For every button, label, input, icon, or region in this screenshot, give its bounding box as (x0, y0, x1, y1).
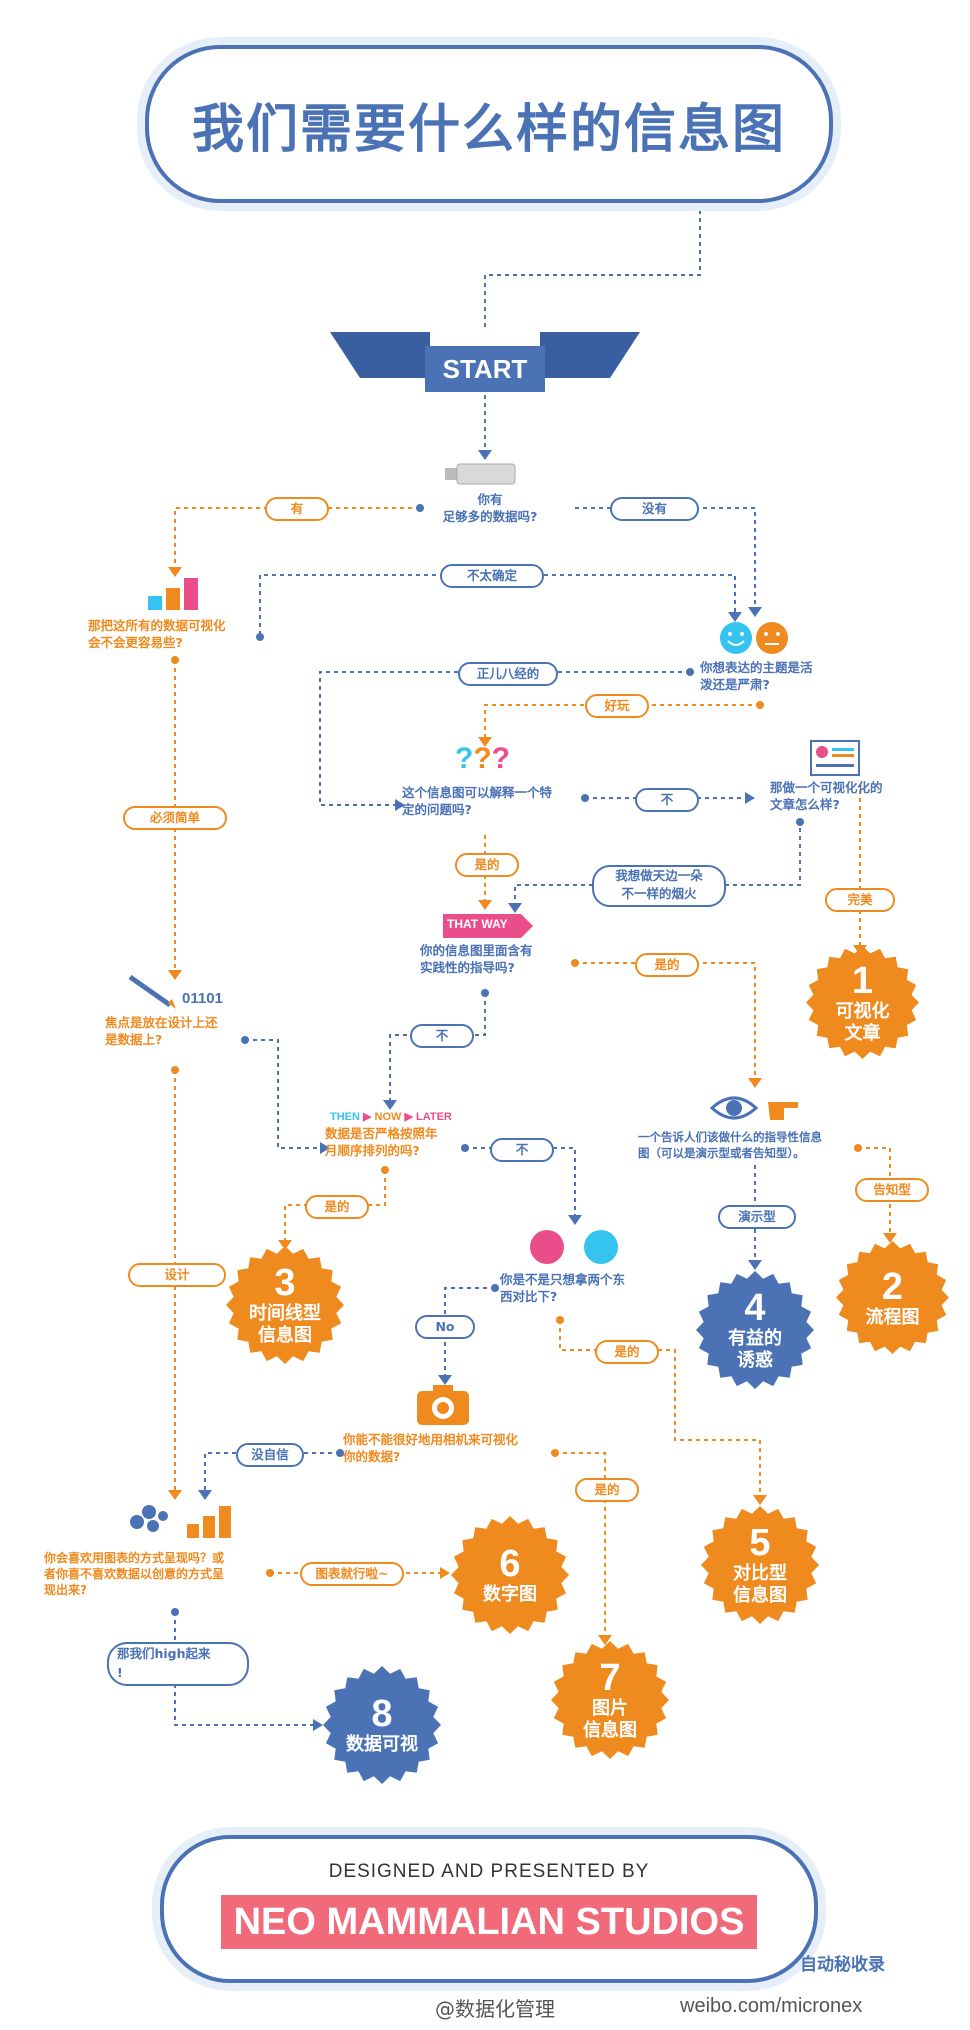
starburst-shape (551, 1641, 669, 1759)
result-badge-6: 6 数字图 (450, 1515, 570, 1635)
pill-different-firework: 我想做天边一朵 不一样的烟火 (592, 865, 726, 907)
footer-frame: DESIGNED AND PRESENTED BY NEO MAMMALIAN … (160, 1835, 818, 1983)
page-title: 我们需要什么样的信息图 (191, 99, 786, 160)
starburst-shape (696, 1271, 814, 1389)
pill-yes-explain: 是的 (455, 853, 519, 877)
pill-yes-data: 有 (265, 497, 329, 521)
pill-perfect: 完美 (825, 888, 895, 912)
starburst-shape (323, 1666, 441, 1784)
pill-yes-guide: 是的 (635, 953, 699, 977)
pill-demo-type: 演示型 (718, 1205, 796, 1229)
pill-no-data: 没有 (610, 497, 699, 521)
question-explain-problem: 这个信息图可以解释一个特 定的问题吗? (402, 785, 553, 817)
pill-inform-type: 告知型 (855, 1178, 929, 1202)
result-label: 流程图 (865, 1306, 920, 1328)
start-ribbon (330, 332, 640, 392)
studio-banner (221, 1895, 757, 1949)
starburst-shape (806, 946, 919, 1059)
designed-by-label: DESIGNED AND PRESENTED BY (328, 1861, 650, 1882)
question-camera-visualize: 你能不能很好地用相机来可视化 你的数据? (343, 1432, 519, 1464)
question-visual-article: 那做一个可视化化的 文章怎么样? (770, 780, 883, 812)
weibo-url: weibo.com/micronex (680, 1995, 863, 2017)
result-badge-7: 7 图片 信息图 (550, 1640, 670, 1760)
pill-yes-compare: 是的 (595, 1340, 659, 1364)
pill-fun: 好玩 (585, 694, 649, 718)
question-topic-tone: 你想表达的主题是活 泼还是严肃? (700, 660, 813, 692)
two-circles-icon (530, 1230, 618, 1264)
result-number: 6 (499, 1543, 521, 1585)
pill-chart-ok: 图表就行啦~ (300, 1562, 404, 1586)
pill-serious: 正儿八经的 (458, 662, 558, 686)
pill-get-high: 那我们high起来 ! (107, 1642, 249, 1686)
title-frame: 我们需要什么样的信息图 (145, 45, 833, 203)
pill-no-guide: 不 (410, 1024, 474, 1048)
result-label: 有益的 诱惑 (728, 1328, 782, 1371)
pill-not-sure: 不太确定 (440, 564, 544, 588)
question-compare-two: 你是不是只想拿两个东 西对比下? (500, 1272, 626, 1304)
result-badge-5: 5 对比型 信息图 (700, 1505, 820, 1625)
bubble-bar-icons (130, 1505, 231, 1538)
result-label: 数据可视 (346, 1734, 418, 1755)
result-number: 1 (851, 959, 874, 1002)
result-label: 数字图 (483, 1584, 537, 1605)
result-number: 8 (371, 1693, 393, 1735)
question-marks-icon: ??? (455, 742, 510, 775)
result-number: 5 (749, 1522, 771, 1564)
camera-icon (417, 1385, 469, 1425)
question-practical-guide: 你的信息图里面含有 实践性的指导吗? (420, 943, 533, 975)
question-chronological: 数据是否严格按照年 月顺序排列的吗? (325, 1126, 438, 1158)
result-badge-4: 4 有益的 诱惑 (695, 1270, 815, 1390)
studio-name: NEO MAMMALIAN STUDIOS (233, 1901, 745, 1943)
starburst-shape (451, 1516, 569, 1634)
weibo-handle: @数据化管理 (435, 1997, 555, 2021)
that-way-tag-icon (443, 914, 533, 938)
pill-yes-chronological: 是的 (305, 1195, 369, 1219)
pill-no-chronological: 不 (490, 1138, 554, 1162)
then-label: THEN (330, 1111, 360, 1123)
eye-pointing-icon (710, 1096, 798, 1120)
pill-no-confidence: 没自信 (236, 1443, 304, 1467)
smile-frown-faces-icon (720, 622, 788, 654)
later-label: LATER (416, 1111, 452, 1123)
result-badge-1: 1 可视化 文章 (805, 945, 920, 1060)
start-label: START (442, 354, 528, 384)
watermark-logo: 自动秘收录 (800, 1955, 885, 1975)
result-number: 4 (744, 1287, 766, 1329)
pill-must-simple: 必须简单 (123, 806, 227, 830)
question-enough-data: 你有 足够多的数据吗? (442, 492, 538, 524)
statement-guide-infographic: 一个告诉人们该做什么的指导性信息 图（可以是演示型或者告知型）。 (638, 1130, 822, 1160)
bar-chart-icon (148, 578, 198, 610)
usb-drive-icon (445, 463, 516, 485)
starburst-shape (226, 1246, 344, 1364)
result-badge-2: 2 流程图 (835, 1240, 950, 1355)
result-number: 7 (599, 1657, 621, 1699)
pill-no-explain: 不 (635, 788, 699, 812)
pill-yes-camera: 是的 (575, 1478, 639, 1502)
result-badge-3: 3 时间线型 信息图 (225, 1245, 345, 1365)
question-chart-or-creative: 你会喜欢用图表的方式呈现吗？或 者你喜不喜欢数据以创意的方式呈 现出来? (44, 1551, 225, 1598)
article-icon (810, 740, 860, 776)
result-label: 图片 信息图 (583, 1698, 637, 1741)
that-way-label: THAT WAY (447, 917, 508, 931)
pill-design: 设计 (128, 1263, 226, 1287)
binary-label: 01101 (182, 990, 223, 1007)
then-now-later-tag: THEN ▶ NOW ▶ LATER (330, 1111, 452, 1123)
pencil-icon (128, 975, 176, 1009)
pill-no-compare: No (415, 1315, 475, 1339)
result-label: 可视化 文章 (835, 1000, 890, 1044)
question-easier-visualize: 那把这所有的数据可视化 会不会更容易些? (88, 618, 226, 650)
question-design-or-data: 焦点是放在设计上还 是数据上? (105, 1015, 218, 1047)
result-label: 对比型 信息图 (733, 1563, 787, 1606)
result-label: 时间线型 信息图 (249, 1303, 321, 1346)
result-badge-8: 8 数据可视 (322, 1665, 442, 1785)
result-number: 3 (274, 1262, 296, 1304)
starburst-shape (701, 1506, 819, 1624)
now-label: NOW (374, 1111, 402, 1123)
starburst-shape (836, 1241, 949, 1354)
result-number: 2 (881, 1265, 904, 1308)
